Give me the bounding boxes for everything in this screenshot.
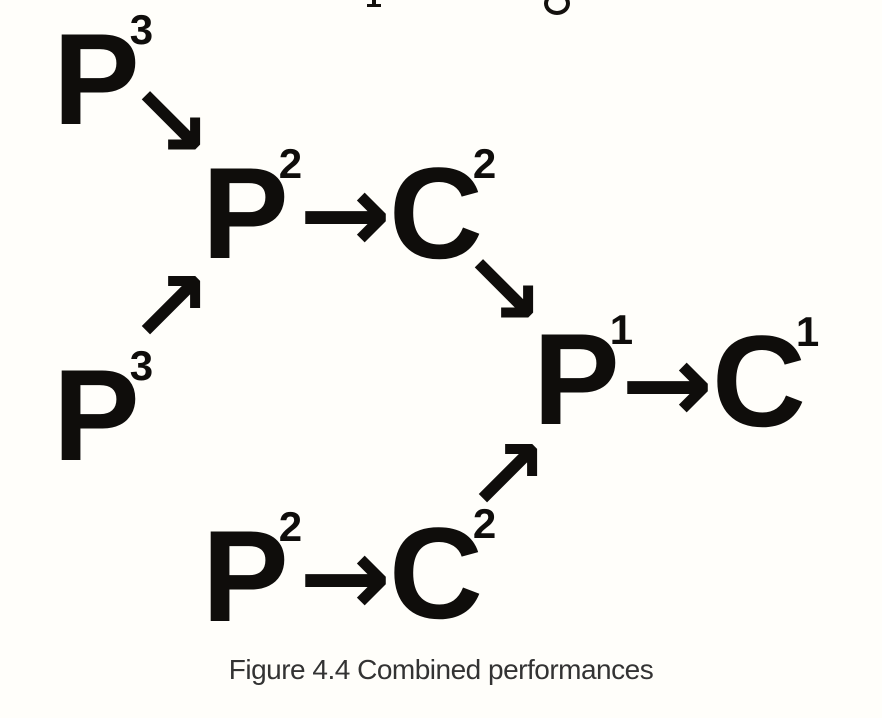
node-c1: C1 — [712, 311, 819, 447]
node-letter: P — [533, 306, 620, 452]
node-p2-bottom: P2 — [202, 506, 302, 642]
node-letter: C — [389, 140, 483, 286]
arrow-right-icon: → — [620, 320, 714, 448]
node-superscript: 1 — [795, 308, 820, 355]
node-c2-middle: C2 — [389, 143, 496, 279]
arrow-up-right-icon: ↗ — [128, 248, 212, 365]
arrow-up-right-icon: ↗ — [465, 416, 549, 533]
node-p2-middle: P2 — [202, 143, 302, 279]
node-superscript: 2 — [472, 500, 497, 547]
arrow-right-icon: → — [298, 150, 392, 278]
arrow-down-right-icon: ↘ — [461, 231, 545, 348]
cropped-text-remnant-right-arc — [544, 0, 570, 15]
cropped-text-remnant-left-stem — [372, 0, 376, 5]
node-superscript: 2 — [278, 140, 303, 187]
node-superscript: 3 — [129, 6, 154, 53]
node-p3-top: P3 — [53, 9, 153, 145]
cropped-text-remnant-left-foot — [367, 4, 381, 7]
node-p3-left: P3 — [53, 345, 153, 481]
node-superscript: 3 — [129, 342, 154, 389]
figure-caption: Figure 4.4 Combined performances — [228, 654, 654, 685]
node-letter: C — [389, 500, 483, 646]
node-superscript: 2 — [472, 140, 497, 187]
node-superscript: 2 — [278, 503, 303, 550]
arrow-down-right-icon: ↘ — [128, 63, 212, 180]
node-letter: P — [202, 503, 289, 649]
node-letter: P — [202, 140, 289, 286]
arrow-right-icon: → — [298, 513, 392, 641]
node-superscript: 1 — [609, 306, 634, 353]
node-letter: P — [53, 6, 140, 152]
node-c2-bottom: C2 — [389, 503, 496, 639]
node-letter: P — [53, 342, 140, 488]
node-p1: P1 — [533, 309, 633, 445]
node-letter: C — [712, 308, 806, 454]
